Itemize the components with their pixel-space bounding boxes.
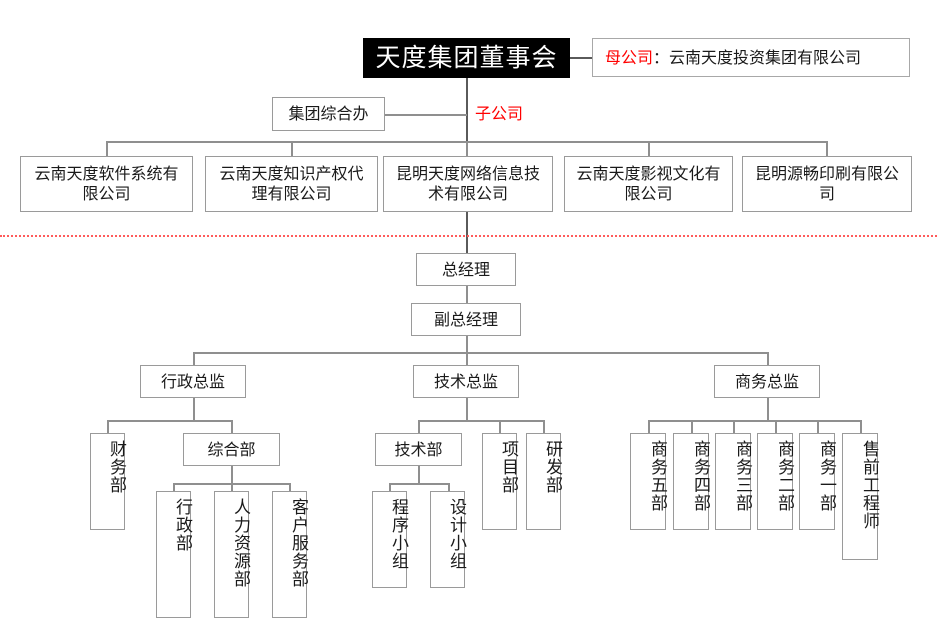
- connector-business-unit-4: [775, 420, 777, 433]
- connector-director-tech: [466, 352, 468, 365]
- node-director-business[interactable]: 商务总监: [714, 365, 820, 398]
- tech-dept-bus-line: [389, 483, 448, 485]
- connector-general-dept-trunk: [231, 466, 233, 483]
- node-rd-dept[interactable]: 研发部: [526, 433, 562, 530]
- connector-director-admin: [193, 352, 195, 365]
- node-business-unit-1[interactable]: 商务一部: [799, 433, 836, 530]
- connector-subsidiary-3: [466, 141, 468, 156]
- parent-company-note: 母公司：云南天度投资集团有限公司: [592, 38, 910, 77]
- node-general-manager[interactable]: 总经理: [416, 253, 516, 286]
- directors-bus-line: [193, 352, 768, 354]
- node-finance-dept[interactable]: 财务部: [90, 433, 126, 530]
- node-presales-engineer[interactable]: 售前工程师: [842, 433, 879, 560]
- connector-subsidiary-4: [648, 141, 650, 156]
- node-hr-dept[interactable]: 人力资源部: [214, 491, 250, 618]
- node-deputy-general-manager[interactable]: 副总经理: [411, 303, 521, 336]
- node-admin-dept[interactable]: 行政部: [156, 491, 192, 618]
- subsidiary-label: 子公司: [475, 104, 524, 124]
- connector-admin-finance: [107, 420, 109, 433]
- node-subsidiary-1[interactable]: 云南天度软件系统有限公司: [20, 156, 193, 212]
- business-bus-line: [648, 420, 860, 422]
- connector-subsidiary-5: [826, 141, 828, 156]
- connector-tech-child-1: [389, 483, 391, 491]
- connector-tech-rd-dept: [543, 420, 545, 433]
- connector-general-dept-child-1: [173, 483, 175, 491]
- admin-bus-line: [107, 420, 232, 422]
- connector-root-to-parent-note: [570, 57, 592, 59]
- parent-company-name: 云南天度投资集团有限公司: [669, 47, 862, 67]
- parent-company-separator: ：: [653, 47, 670, 67]
- connector-root-trunk: [466, 78, 468, 141]
- parent-company-label: 母公司: [605, 47, 654, 67]
- node-business-unit-4[interactable]: 商务四部: [673, 433, 710, 530]
- connector-business-trunk: [767, 398, 769, 420]
- connector-tech-project-dept: [499, 420, 501, 433]
- connector-business-unit-5: [817, 420, 819, 433]
- connector-dgm-to-bus: [466, 336, 468, 352]
- connector-admin-trunk: [193, 398, 195, 420]
- connector-tech-trunk: [466, 398, 468, 420]
- connector-general-dept-child-2: [231, 483, 233, 491]
- connector-tech-dept: [418, 420, 420, 433]
- node-subsidiary-3[interactable]: 昆明天度网络信息技术有限公司: [383, 156, 553, 212]
- section-divider: [0, 235, 937, 237]
- node-subsidiary-2[interactable]: 云南天度知识产权代理有限公司: [205, 156, 378, 212]
- node-subsidiary-4[interactable]: 云南天度影视文化有限公司: [564, 156, 733, 212]
- connector-group-to-company: [466, 212, 468, 253]
- connector-business-unit-1: [648, 420, 650, 433]
- node-customer-service-dept[interactable]: 客户服务部: [272, 491, 308, 618]
- node-tech-dept[interactable]: 技术部: [375, 433, 462, 466]
- node-director-admin[interactable]: 行政总监: [140, 365, 246, 398]
- node-subsidiary-5[interactable]: 昆明源畅印刷有限公司: [742, 156, 912, 212]
- connector-admin-general-dept: [231, 420, 233, 433]
- connector-general-dept-child-3: [289, 483, 291, 491]
- connector-business-unit-6: [860, 420, 862, 433]
- node-business-unit-2[interactable]: 商务二部: [757, 433, 794, 530]
- connector-tech-child-2: [448, 483, 450, 491]
- node-program-team[interactable]: 程序小组: [372, 491, 408, 588]
- tech-bus-line: [418, 420, 543, 422]
- connector-subsidiary-2: [291, 141, 293, 156]
- connector-gm-to-dgm: [466, 286, 468, 303]
- node-project-dept[interactable]: 项目部: [482, 433, 518, 530]
- node-group-general-office[interactable]: 集团综合办: [272, 97, 385, 131]
- connector-director-business: [767, 352, 769, 365]
- connector-subsidiary-1: [106, 141, 108, 156]
- node-general-dept[interactable]: 综合部: [183, 433, 280, 466]
- connector-general-office-to-trunk: [385, 114, 467, 116]
- connector-tech-dept-trunk: [418, 466, 420, 483]
- node-business-unit-5[interactable]: 商务五部: [630, 433, 667, 530]
- root-node-board[interactable]: 天度集团董事会: [363, 38, 570, 78]
- node-business-unit-3[interactable]: 商务三部: [715, 433, 752, 530]
- node-design-team[interactable]: 设计小组: [430, 491, 466, 588]
- connector-business-unit-2: [691, 420, 693, 433]
- node-director-tech[interactable]: 技术总监: [413, 365, 519, 398]
- connector-business-unit-3: [733, 420, 735, 433]
